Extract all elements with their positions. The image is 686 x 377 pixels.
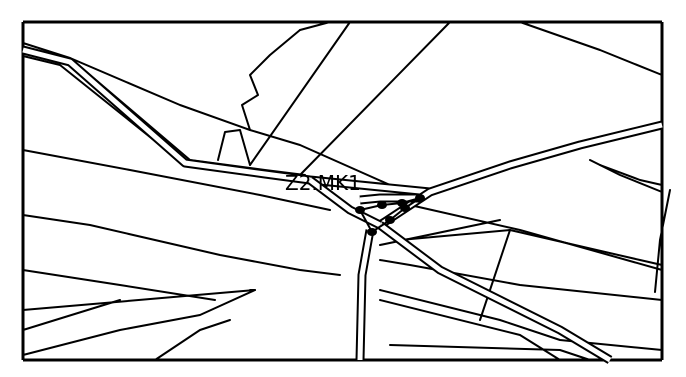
marker-point <box>367 228 377 236</box>
parcel-label: Z2.MK1 <box>285 171 361 195</box>
survey-markers[interactable] <box>355 194 425 236</box>
marker-point <box>385 216 395 224</box>
marker-point <box>400 204 410 212</box>
roads <box>21 45 664 364</box>
parcel-boundaries <box>22 21 671 361</box>
marker-point <box>415 194 425 202</box>
marker-point <box>355 206 365 214</box>
marker-point <box>377 201 387 209</box>
